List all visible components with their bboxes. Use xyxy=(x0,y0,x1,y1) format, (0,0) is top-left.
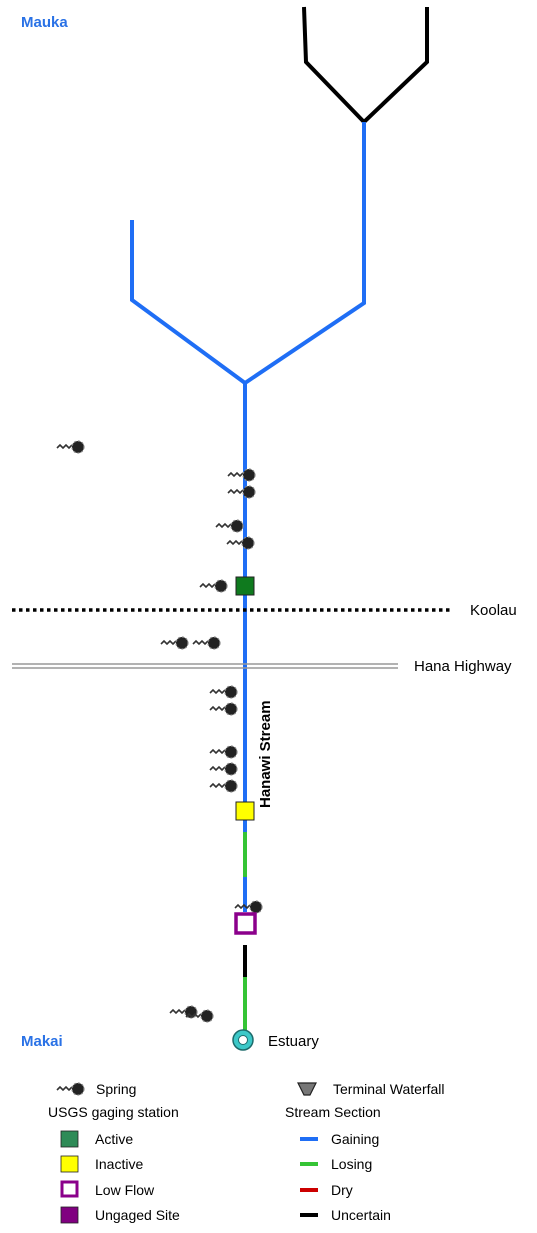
legend-spring-icon xyxy=(56,1082,85,1096)
makai-label: Makai xyxy=(21,1033,63,1050)
mauka-label: Mauka xyxy=(21,14,68,31)
legend-gaging-title: USGS gaging station xyxy=(48,1104,179,1120)
gaining-branch-right xyxy=(243,122,366,385)
legend-spring-label: Spring xyxy=(96,1081,136,1097)
spring-symbol xyxy=(160,636,189,650)
estuary-label: Estuary xyxy=(268,1033,319,1050)
spring-symbol xyxy=(234,900,263,914)
legend-gaining-label: Gaining xyxy=(331,1131,379,1147)
estuary-icon-center xyxy=(238,1035,248,1045)
legend-active-label: Active xyxy=(95,1131,133,1147)
legend-dry-label: Dry xyxy=(331,1182,353,1198)
spring-symbol xyxy=(56,440,85,454)
stream-name-label: Hanawi Stream xyxy=(257,700,274,808)
inactive-gaging-station xyxy=(235,801,255,821)
spring-symbol xyxy=(226,536,255,550)
active-gaging-station xyxy=(235,576,255,596)
legend-ungaged-swatch xyxy=(60,1206,79,1224)
legend-low-flow-swatch xyxy=(60,1180,79,1198)
legend-ungaged-label: Ungaged Site xyxy=(95,1207,180,1223)
spring-symbol xyxy=(209,702,238,716)
legend-section-title: Stream Section xyxy=(285,1104,381,1120)
spring-symbol xyxy=(227,485,256,499)
spring-symbol xyxy=(209,779,238,793)
gaining-branch-left xyxy=(130,220,247,385)
low-flow-gaging-station xyxy=(234,912,257,935)
spring-symbol xyxy=(209,685,238,699)
legend-losing-label: Losing xyxy=(331,1156,372,1172)
spring-symbol xyxy=(192,636,221,650)
uncertain-headwater-left xyxy=(302,6,366,124)
legend-uncertain-label: Uncertain xyxy=(331,1207,391,1223)
spring-symbol xyxy=(199,579,228,593)
koolau-label: Koolau xyxy=(470,602,517,619)
spring-symbol xyxy=(215,519,244,533)
legend-inactive-swatch xyxy=(60,1155,79,1173)
legend-active-swatch xyxy=(60,1130,79,1148)
spring-symbol xyxy=(227,468,256,482)
legend-terminal-waterfall-label: Terminal Waterfall xyxy=(333,1081,445,1097)
legend-terminal-waterfall-icon xyxy=(297,1082,317,1096)
legend-low-flow-label: Low Flow xyxy=(95,1182,155,1198)
spring-symbol xyxy=(209,762,238,776)
uncertain-headwater-right xyxy=(362,7,429,124)
legend-inactive-label: Inactive xyxy=(95,1156,143,1172)
spring-symbol xyxy=(209,745,238,759)
highway-label: Hana Highway xyxy=(414,658,512,675)
